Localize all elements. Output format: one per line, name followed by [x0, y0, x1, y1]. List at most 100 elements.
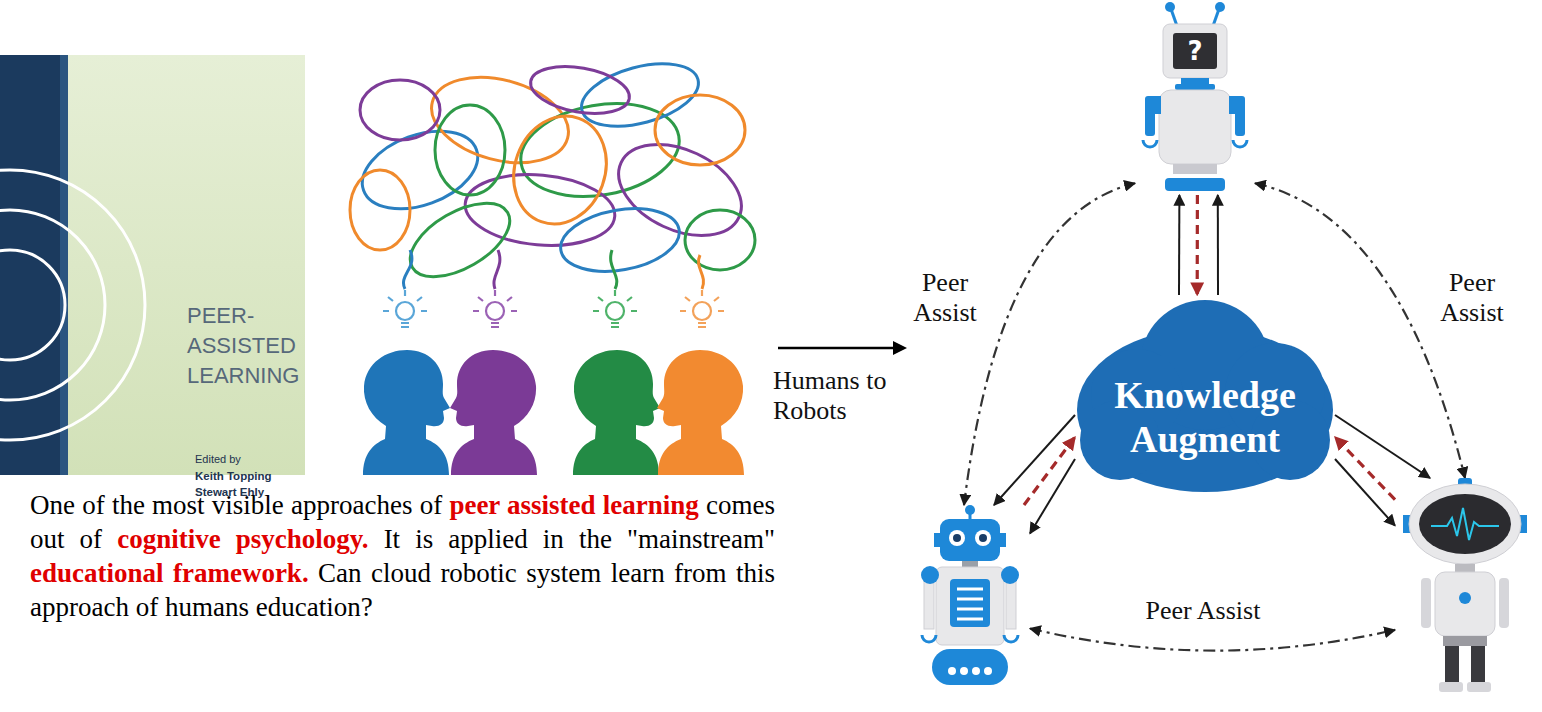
book-cover-art-part	[0, 55, 68, 475]
robot-question-part	[1173, 33, 1217, 69]
robot-tracked-part	[975, 530, 991, 546]
book-cover-art-part	[60, 55, 68, 475]
edge-label: Peer Assist	[1128, 596, 1278, 626]
robot-question-part	[1175, 84, 1215, 90]
thought-tangle-part	[350, 170, 410, 250]
book-cover-art-part-part	[0, 250, 65, 360]
highlight-text: cognitive psychology.	[117, 524, 368, 554]
book-editor-line: Edited by	[195, 452, 295, 466]
robot-humanoid-part	[1471, 646, 1485, 682]
light-bulbs-part-part	[698, 323, 706, 327]
edge-label: Peer Assist	[903, 268, 987, 328]
robot-humanoid-part	[1443, 636, 1487, 646]
thought-tangle	[350, 52, 756, 291]
robot-tracked-part	[1004, 635, 1018, 642]
light-bulbs-part	[680, 290, 724, 327]
robot-humanoid-part	[1439, 682, 1463, 692]
edge-label: Peer Assist	[1430, 268, 1514, 328]
light-bulbs-part-part	[693, 302, 711, 320]
robot-node	[910, 505, 1030, 695]
robot-tracked-part	[965, 505, 975, 515]
light-bulbs-part-part	[680, 290, 724, 311]
thought-tangle-part	[462, 169, 618, 252]
robot-tracked-part	[950, 579, 990, 627]
book-title: PEER-ASSISTED LEARNING	[187, 301, 305, 391]
robot-tracked-part	[1001, 566, 1019, 584]
paragraph: One of the most visible approaches of pe…	[30, 488, 775, 624]
light-bulbs-part-part	[486, 302, 504, 320]
robot-question-part	[1152, 96, 1161, 114]
book-cover-art	[0, 55, 305, 475]
robot-tracked-part	[953, 534, 961, 542]
robot-humanoid-part	[1445, 646, 1459, 682]
robot-tracked	[910, 505, 1030, 695]
upload-arrow	[1196, 195, 1199, 295]
light-bulbs-part	[593, 290, 637, 327]
robot-tracked-part	[979, 534, 987, 542]
arrow-label: Humans to Robots	[773, 366, 898, 426]
robot-question	[1135, 0, 1255, 195]
book-cover-art-part	[0, 170, 145, 440]
thought-tangle-part	[360, 80, 440, 140]
head-purple	[450, 350, 537, 475]
robot-humanoid-part	[1431, 508, 1499, 540]
robot-tracked-part	[984, 667, 992, 675]
robot-node	[1395, 478, 1535, 695]
light-bulbs-part-part	[383, 290, 427, 311]
robot-humanoid-part	[1455, 564, 1475, 572]
robot-tracked-part	[924, 581, 934, 629]
light-bulbs-part-part	[473, 290, 517, 311]
head-silhouettes	[363, 350, 744, 475]
transfer-arrow	[778, 341, 907, 355]
robot-tracked-part	[960, 667, 968, 675]
light-bulbs-part-part	[396, 302, 414, 320]
head-blue	[363, 350, 450, 475]
thought-tangle-part	[685, 210, 755, 270]
thought-tangle-part	[435, 105, 505, 195]
cloud-text: Knowledge Augment	[1075, 373, 1335, 461]
knowledge-arrow	[1217, 195, 1219, 295]
thought-tangle-part	[655, 95, 745, 165]
robot-tracked-part	[1006, 581, 1016, 629]
body-text: One of the most visible approaches of	[30, 490, 442, 520]
robot-tracked-part	[932, 649, 1008, 685]
book-cover-art-part-part	[0, 210, 105, 400]
highlight-text: educational framework.	[30, 558, 309, 588]
light-bulbs-part-part	[611, 323, 619, 327]
light-bulbs-part	[473, 290, 517, 327]
robot-screen-symbol: ?	[1173, 33, 1217, 69]
knowledge-arrow	[1178, 195, 1180, 295]
robot-humanoid-part	[1409, 484, 1521, 564]
robot-question-part	[1159, 90, 1231, 164]
robot-tracked-part	[957, 589, 983, 619]
light-bulbs-part-part	[593, 290, 637, 311]
robot-question-part	[1143, 140, 1157, 147]
thought-tangle-part	[499, 103, 621, 237]
book-cover: PEER-ASSISTED LEARNINGEdited byKeith Top…	[0, 55, 305, 475]
knowledge-arrow	[1030, 459, 1075, 534]
light-bulbs-part-part	[491, 323, 499, 327]
robot-node: ?	[1135, 0, 1255, 195]
light-bulbs-part-part	[606, 302, 624, 320]
knowledge-arrow	[994, 415, 1075, 505]
robot-humanoid-part	[1459, 592, 1471, 604]
book-cover-art-part-part	[0, 170, 145, 440]
robot-question-part	[1163, 24, 1227, 78]
robot-question-part	[1233, 140, 1247, 147]
thought-tangle-part	[403, 250, 411, 289]
light-bulbs-part	[383, 290, 427, 327]
thought-tangle-part	[494, 250, 500, 289]
robot-tracked-part	[921, 566, 939, 584]
robot-question-part	[1181, 78, 1209, 84]
robot-tracked-part	[922, 635, 936, 642]
robot-humanoid	[1395, 478, 1535, 695]
robot-question-part	[1215, 2, 1225, 12]
robot-tracked-part	[940, 519, 1000, 561]
thought-tangle-part	[575, 52, 705, 137]
robot-humanoid-part	[1499, 578, 1509, 628]
transfer-arrow-part	[778, 347, 894, 350]
robot-question-part	[1165, 178, 1225, 191]
light-bulbs	[383, 290, 724, 327]
body-text: It is applied in the "mainstream"	[384, 524, 775, 554]
